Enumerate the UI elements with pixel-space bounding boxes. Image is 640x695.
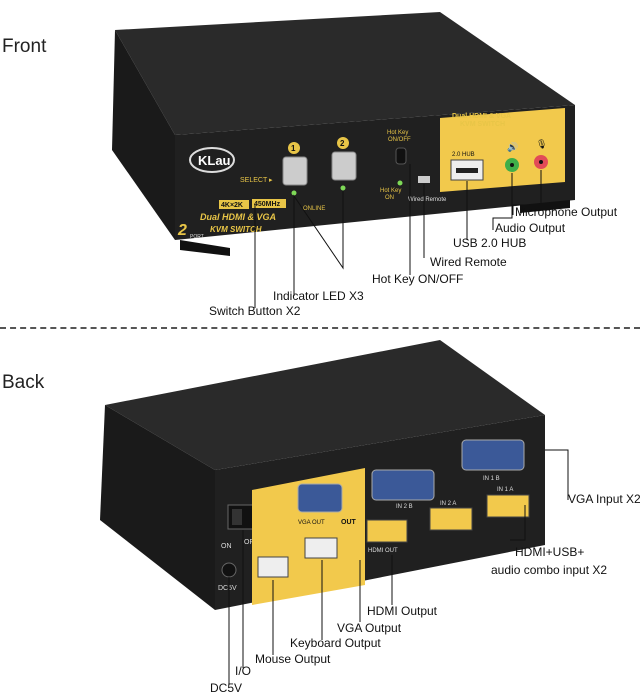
in2b-label: IN 2 B: [396, 504, 413, 510]
wired-remote-port: [418, 176, 430, 183]
vga-input-label: VGA Input X2: [568, 492, 640, 506]
wired-remote-small: Wired Remote: [408, 197, 447, 203]
hdmi-output-label: HDMI Output: [367, 604, 438, 618]
audio-jack-hole: [510, 163, 514, 167]
wired-remote-label: Wired Remote: [430, 255, 507, 269]
io-label: I/O: [235, 664, 252, 678]
back-section-title: Back: [2, 372, 45, 393]
hotkey-top-label: Hot Key: [387, 130, 408, 136]
vga-in-2b: [371, 469, 435, 501]
hotkey-top-label-2: ON/OFF: [388, 137, 411, 143]
panel-title-2: KVM SWITCH: [460, 121, 505, 128]
resolution-badge-bg: [219, 200, 249, 209]
button-2-label: 2: [340, 139, 345, 148]
led-3: [397, 180, 403, 186]
vga-out-port: [297, 483, 343, 513]
model-line-2: KVM SWITCH: [210, 225, 262, 234]
hotkey-bottom-label: Hot Key: [380, 188, 401, 194]
back-device-top: [105, 340, 545, 470]
mouse-usb-port: [257, 556, 289, 578]
dc5v-small: DC5V: [218, 585, 237, 592]
in1b-label: IN 1 B: [483, 476, 500, 482]
microphone-icon: 🎙: [536, 139, 547, 149]
in2a-label: IN 2 A: [440, 501, 456, 507]
port-count: 2: [177, 222, 187, 239]
front-foot-left: [180, 240, 230, 256]
hdmi-out-port: [366, 519, 408, 543]
refresh-badge-bg: [252, 199, 286, 208]
hdmi-usb-audio-label-1: HDMI+USB+: [515, 545, 585, 559]
vga-output-label: VGA Output: [337, 621, 402, 635]
front-device-illustration: KLau SELECT ▸ 1 2 ONLINE Hot Key ON/OFF …: [112, 12, 575, 308]
out-label: OUT: [341, 519, 357, 526]
microphone-output-label: Microphone Output: [515, 205, 618, 219]
switch-button-1: [282, 156, 308, 186]
indicator-led-label: Indicator LED X3: [273, 289, 364, 303]
hdmi-usb-audio-label-2: audio combo input X2: [491, 563, 608, 577]
speaker-icon: 🔊: [507, 141, 518, 153]
led-1: [291, 190, 297, 196]
front-foot-right: [520, 200, 570, 213]
switch-button-label: Switch Button X2: [209, 304, 301, 318]
hdmi-in-2a: [429, 507, 473, 531]
brand-logo-ring: [189, 147, 235, 173]
power-off-label: OFF: [244, 539, 258, 546]
port-word: PORT: [190, 234, 204, 240]
back-device-side: [100, 405, 215, 610]
led-2: [340, 185, 346, 191]
hdmi-in-1a: [486, 494, 530, 518]
usb-hub-slot: [456, 168, 478, 173]
button-1-label: 1: [291, 144, 296, 153]
dc-jack: [221, 562, 237, 578]
hdmi-out-label: HDMI OUT: [368, 548, 398, 554]
audio-output-label: Audio Output: [495, 221, 566, 235]
hotkey-bottom-label-2: ON: [385, 195, 394, 201]
vga-in-1b: [461, 439, 525, 471]
power-on-label: ON: [221, 543, 232, 550]
power-switch-rocker: [232, 509, 242, 525]
front-callout-lines: [254, 164, 542, 308]
refresh-badge: 450MHz: [254, 201, 281, 208]
keyboard-output-label: Keyboard Output: [290, 636, 381, 650]
panel-title-1: Dual HDMI & VGA: [452, 113, 511, 120]
hotkey-onoff-label: Hot Key ON/OFF: [372, 272, 464, 286]
vga-out-label: VGA OUT: [298, 520, 325, 526]
button-2-badge: [337, 137, 349, 149]
mouse-output-label: Mouse Output: [255, 652, 331, 666]
front-section-title: Front: [2, 36, 47, 57]
resolution-badge: 4K×2K: [221, 202, 243, 209]
mic-jack-hole: [539, 160, 543, 164]
dc5v-label: DC5V: [210, 681, 243, 695]
brand-logo: KLau: [198, 153, 231, 168]
front-device-side: [112, 30, 175, 240]
front-device-top: [115, 12, 575, 135]
back-callout-lines: [228, 449, 569, 685]
model-line-1: Dual HDMI & VGA: [200, 212, 276, 222]
switch-button-2: [331, 151, 357, 181]
in1a-label: IN 1 A: [497, 487, 513, 493]
section-divider: [0, 327, 640, 329]
online-label: ONLINE: [303, 206, 325, 212]
usb-hub-label: USB 2.0 HUB: [453, 236, 527, 250]
keyboard-usb-port: [304, 537, 338, 559]
hotkey-button: [395, 147, 407, 165]
button-1-badge: [288, 142, 300, 154]
select-label: SELECT ▸: [240, 177, 273, 184]
usb-hub-small: 2.0 HUB: [452, 152, 475, 158]
